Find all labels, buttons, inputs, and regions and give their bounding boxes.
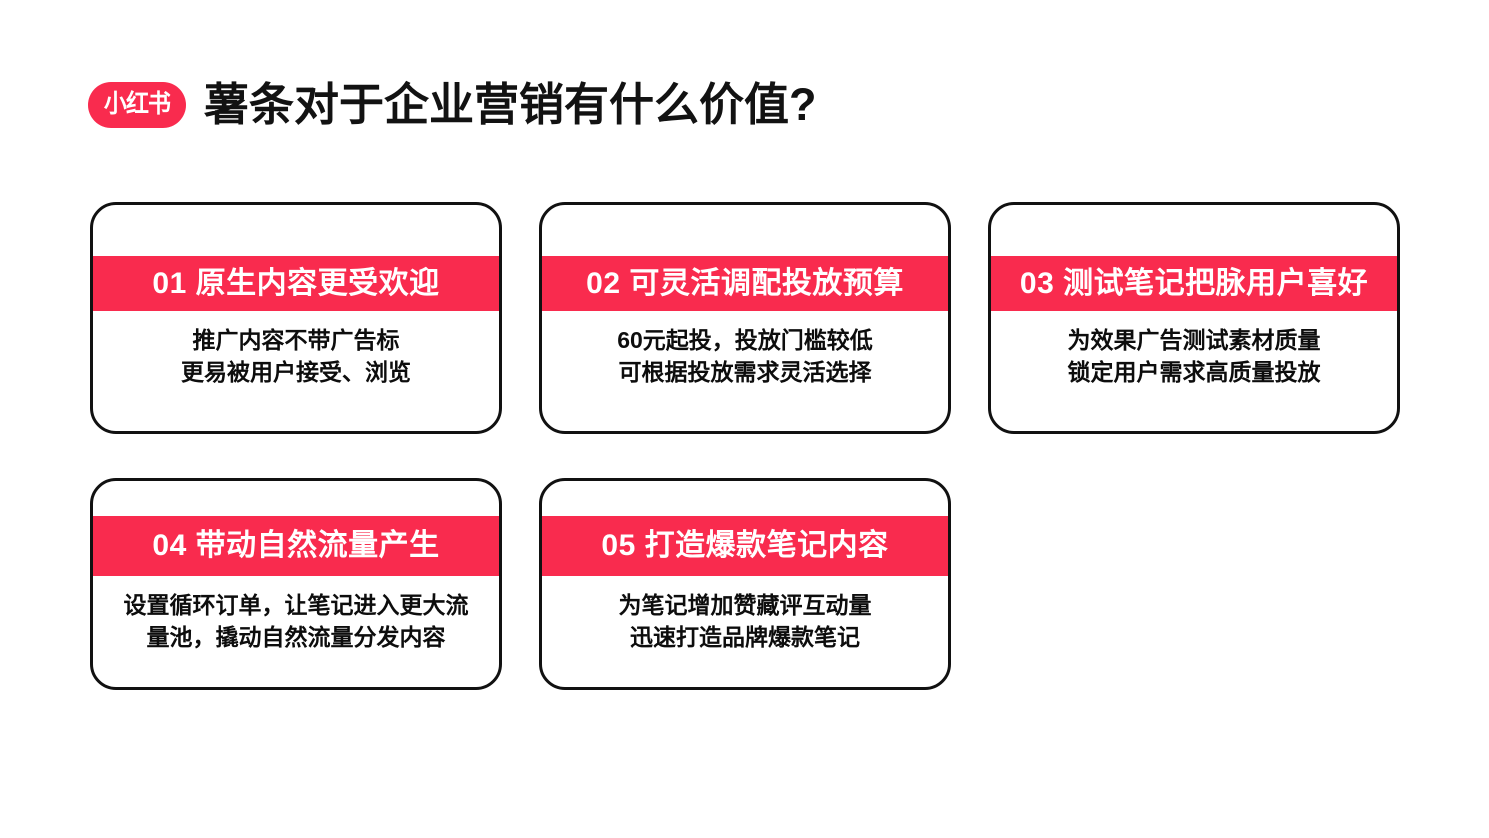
card-heading-01: 01 原生内容更受欢迎 xyxy=(152,266,440,300)
card-row-1: 01 原生内容更受欢迎 推广内容不带广告标 更易被用户接受、浏览 02 可灵活调… xyxy=(90,202,1400,434)
card-body-line: 更易被用户接受、浏览 xyxy=(181,358,411,385)
card-body-line: 锁定用户需求高质量投放 xyxy=(1067,358,1321,385)
card-header-banner-01: 01 原生内容更受欢迎 xyxy=(93,256,499,311)
card-header-banner-03: 03 测试笔记把脉用户喜好 xyxy=(991,256,1397,311)
card-top-spacer xyxy=(93,481,499,516)
card-body-line: 推广内容不带广告标 xyxy=(192,327,400,353)
card-body-line: 量池，撬动自然流量分发内容 xyxy=(146,623,446,650)
card-top-spacer xyxy=(542,205,948,256)
value-card-02[interactable]: 02 可灵活调配投放预算 60元起投，投放门槛较低 可根据投放需求灵活选择 xyxy=(539,202,951,434)
card-body-line: 为效果广告测试素材质量 xyxy=(1067,327,1321,353)
page-title: 薯条对于企业营销有什么价值? xyxy=(204,79,817,131)
card-body-05: 为笔记增加赞藏评互动量 迅速打造品牌爆款笔记 xyxy=(542,576,948,687)
card-header-banner-05: 05 打造爆款笔记内容 xyxy=(542,516,948,576)
card-body-04: 设置循环订单，让笔记进入更大流 量池，撬动自然流量分发内容 xyxy=(93,576,499,687)
card-body-line: 可根据投放需求灵活选择 xyxy=(618,358,872,385)
card-top-spacer xyxy=(991,205,1397,256)
card-body-03: 为效果广告测试素材质量 锁定用户需求高质量投放 xyxy=(991,311,1397,431)
value-card-04[interactable]: 04 带动自然流量产生 设置循环订单，让笔记进入更大流 量池，撬动自然流量分发内… xyxy=(90,478,502,690)
card-heading-04: 04 带动自然流量产生 xyxy=(152,529,440,562)
card-body-02: 60元起投，投放门槛较低 可根据投放需求灵活选择 xyxy=(542,311,948,431)
card-body-line: 为笔记增加赞藏评互动量 xyxy=(618,592,872,618)
card-row-2: 04 带动自然流量产生 设置循环订单，让笔记进入更大流 量池，撬动自然流量分发内… xyxy=(90,478,1400,690)
xiaohongshu-logo-badge: 小红书 xyxy=(88,81,186,128)
value-card-05[interactable]: 05 打造爆款笔记内容 为笔记增加赞藏评互动量 迅速打造品牌爆款笔记 xyxy=(539,478,951,690)
card-body-line: 迅速打造品牌爆款笔记 xyxy=(630,623,860,650)
page-header: 小红书 薯条对于企业营销有什么价值? xyxy=(88,52,817,157)
value-card-01[interactable]: 01 原生内容更受欢迎 推广内容不带广告标 更易被用户接受、浏览 xyxy=(90,202,502,434)
card-heading-05: 05 打造爆款笔记内容 xyxy=(601,529,889,562)
card-top-spacer xyxy=(542,481,948,516)
card-body-line: 60元起投，投放门槛较低 xyxy=(617,327,873,353)
value-cards-region: 01 原生内容更受欢迎 推广内容不带广告标 更易被用户接受、浏览 02 可灵活调… xyxy=(90,202,1400,690)
card-heading-03: 03 测试笔记把脉用户喜好 xyxy=(1019,266,1369,300)
card-body-line: 设置循环订单，让笔记进入更大流 xyxy=(123,592,469,618)
brand-badge-label: 小红书 xyxy=(103,90,171,119)
card-header-banner-02: 02 可灵活调配投放预算 xyxy=(542,256,948,311)
value-card-03[interactable]: 03 测试笔记把脉用户喜好 为效果广告测试素材质量 锁定用户需求高质量投放 xyxy=(988,202,1400,434)
card-body-01: 推广内容不带广告标 更易被用户接受、浏览 xyxy=(93,311,499,431)
card-header-banner-04: 04 带动自然流量产生 xyxy=(93,516,499,576)
card-top-spacer xyxy=(93,205,499,256)
card-heading-02: 02 可灵活调配投放预算 xyxy=(586,266,904,300)
